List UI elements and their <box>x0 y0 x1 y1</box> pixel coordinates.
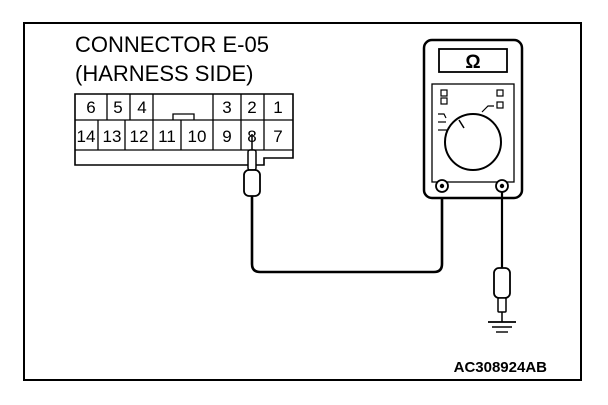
meter-display <box>438 48 508 73</box>
diagram-frame <box>23 22 582 381</box>
pin-label: 2 <box>247 98 256 117</box>
connector-latch <box>172 113 195 120</box>
ground-icon <box>488 321 516 333</box>
pin-label: 3 <box>222 98 231 117</box>
figure-code: AC308924AB <box>454 359 548 376</box>
pin-label: 4 <box>137 98 146 117</box>
pin-label: 14 <box>77 127 96 146</box>
connector-outline <box>74 93 294 166</box>
multimeter-icon: Ω <box>422 38 524 200</box>
selector-dial <box>444 113 502 171</box>
pin-label: 12 <box>130 127 149 146</box>
pin-label: 6 <box>86 98 95 117</box>
pin-label: 9 <box>222 127 231 146</box>
meter-display-symbol: Ω <box>465 52 480 73</box>
pin-label: 7 <box>273 127 282 146</box>
pin-label: 13 <box>103 127 122 146</box>
connector-title: CONNECTOR E-05 <box>75 32 269 57</box>
connector-e05: 6 5 4 3 2 1 14 13 12 11 10 9 8 7 <box>74 93 294 166</box>
connector-subtitle: (HARNESS SIDE) <box>75 61 253 86</box>
pin-label: 11 <box>158 127 176 146</box>
test-lead-wire <box>250 186 444 274</box>
pin-label: 10 <box>188 127 207 146</box>
pin-label: 1 <box>273 98 282 117</box>
dial-pointer <box>458 119 465 129</box>
ground-probe <box>493 267 511 322</box>
pin-label: 5 <box>113 98 122 117</box>
